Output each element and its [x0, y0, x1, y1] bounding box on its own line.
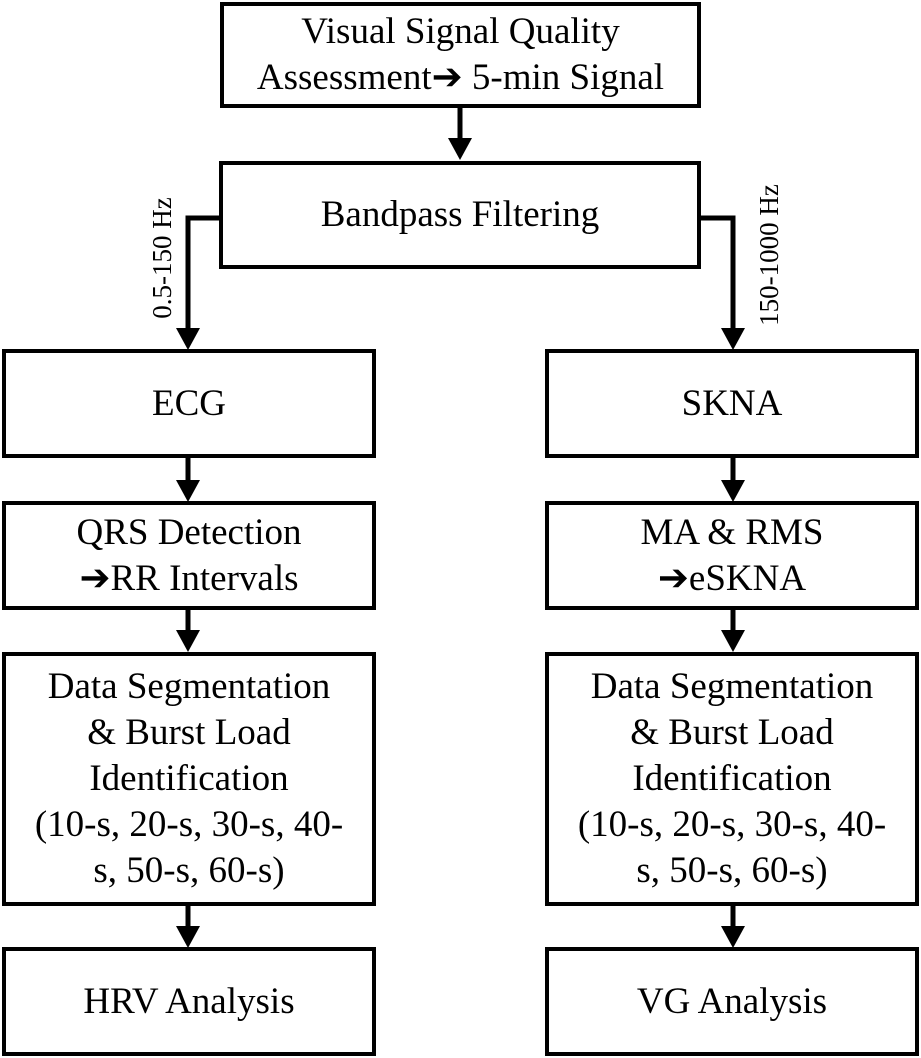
segmentation-right-line-5: s, 50-s, 60-s)	[636, 850, 828, 891]
segmentation-right-line-1: Data Segmentation	[590, 666, 874, 707]
low-band-label: 0.5-150 Hz	[147, 197, 177, 319]
segmentation-right-line-3: Identification	[632, 758, 832, 799]
ecg-box: ECG	[2, 349, 376, 458]
signal-quality-box: Visual Signal Quality Assessment➔ 5-min …	[220, 2, 701, 108]
qrs-detection-line-2: ➔RR Intervals	[79, 557, 299, 599]
segmentation-left-line-4: (10-s, 20-s, 30-s, 40-	[34, 804, 344, 845]
arrowhead-filter-skna	[721, 328, 745, 350]
bandpass-filter-label: Bandpass Filtering	[320, 194, 600, 235]
ma-rms-line-1: MA & RMS	[640, 511, 824, 553]
ma-rms-box: MA & RMS ➔eSKNA	[545, 501, 919, 610]
hrv-analysis-label: HRV Analysis	[83, 980, 295, 1022]
arrowhead-ma-segment	[721, 630, 745, 652]
arrowhead-segment-vg	[721, 926, 745, 948]
arrowhead-skna-ma	[721, 480, 745, 502]
segmentation-box-left: Data Segmentation & Burst Load Identific…	[2, 652, 376, 906]
qrs-detection-box: QRS Detection ➔RR Intervals	[2, 501, 376, 610]
qrs-detection-line-1: QRS Detection	[76, 511, 302, 553]
arrow-filter-to-ecg	[185, 215, 220, 340]
segmentation-right-line-4: (10-s, 20-s, 30-s, 40-	[577, 804, 887, 845]
segmentation-left-line-3: Identification	[89, 758, 289, 799]
vg-analysis-label: VG Analysis	[636, 980, 828, 1022]
ecg-label: ECG	[152, 382, 226, 424]
signal-quality-line-1: Visual Signal Quality	[301, 11, 620, 52]
high-band-label: 150-1000 Hz	[754, 184, 784, 326]
segmentation-box-right: Data Segmentation & Burst Load Identific…	[545, 652, 919, 906]
segmentation-left-line-5: s, 50-s, 60-s)	[93, 850, 285, 891]
vg-analysis-box: VG Analysis	[545, 947, 919, 1056]
bandpass-filter-box: Bandpass Filtering	[219, 161, 701, 269]
skna-label: SKNA	[681, 382, 783, 424]
segmentation-left-line-2: & Burst Load	[87, 712, 291, 753]
segmentation-right-line-2: & Burst Load	[630, 712, 834, 753]
signal-quality-line-2: Assessment➔ 5-min Signal	[256, 57, 665, 98]
segmentation-left-line-1: Data Segmentation	[47, 666, 331, 707]
arrowhead-ecg-qrs	[176, 480, 200, 502]
arrowhead-qrs-segment	[176, 630, 200, 652]
hrv-analysis-box: HRV Analysis	[2, 947, 376, 1056]
ma-rms-line-2: ➔eSKNA	[657, 557, 807, 599]
arrowhead-quality-filter	[448, 138, 472, 160]
arrowhead-filter-ecg	[176, 328, 200, 350]
arrow-filter-to-skna	[700, 215, 736, 340]
arrowhead-segment-hrv	[176, 926, 200, 948]
skna-box: SKNA	[545, 349, 919, 458]
